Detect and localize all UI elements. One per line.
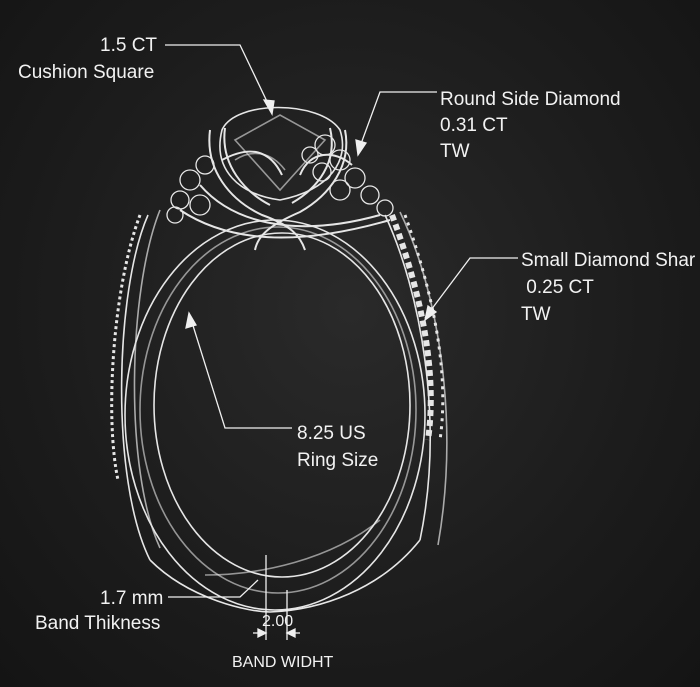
shank-diamond-carat: 0.25 CT xyxy=(521,277,594,298)
shank-diamond-tw: TW xyxy=(521,304,551,325)
prongs xyxy=(179,127,391,251)
side-diamond-tw: TW xyxy=(440,141,470,162)
side-diamond-carat: 0.31 CT xyxy=(440,115,508,136)
band-width-label: BAND WIDHT xyxy=(232,654,334,671)
band-thickness-value: 1.7 mm xyxy=(100,588,164,609)
band-thickness-label: Band Thikness xyxy=(35,613,161,634)
shank-diamond-title: Small Diamond Shar xyxy=(521,250,696,271)
center-stone-carat: 1.5 CT xyxy=(100,35,158,56)
band-width-value: 2.00 xyxy=(262,613,294,630)
side-diamond-title: Round Side Diamond xyxy=(440,89,621,110)
ring-size-label: Ring Size xyxy=(297,450,379,471)
leader-lines xyxy=(165,44,518,640)
shank-diamonds xyxy=(110,213,445,481)
center-stone-shape: Cushion Square xyxy=(18,62,155,83)
ring-size-value: 8.25 US xyxy=(297,423,366,444)
ring-band xyxy=(120,209,448,613)
